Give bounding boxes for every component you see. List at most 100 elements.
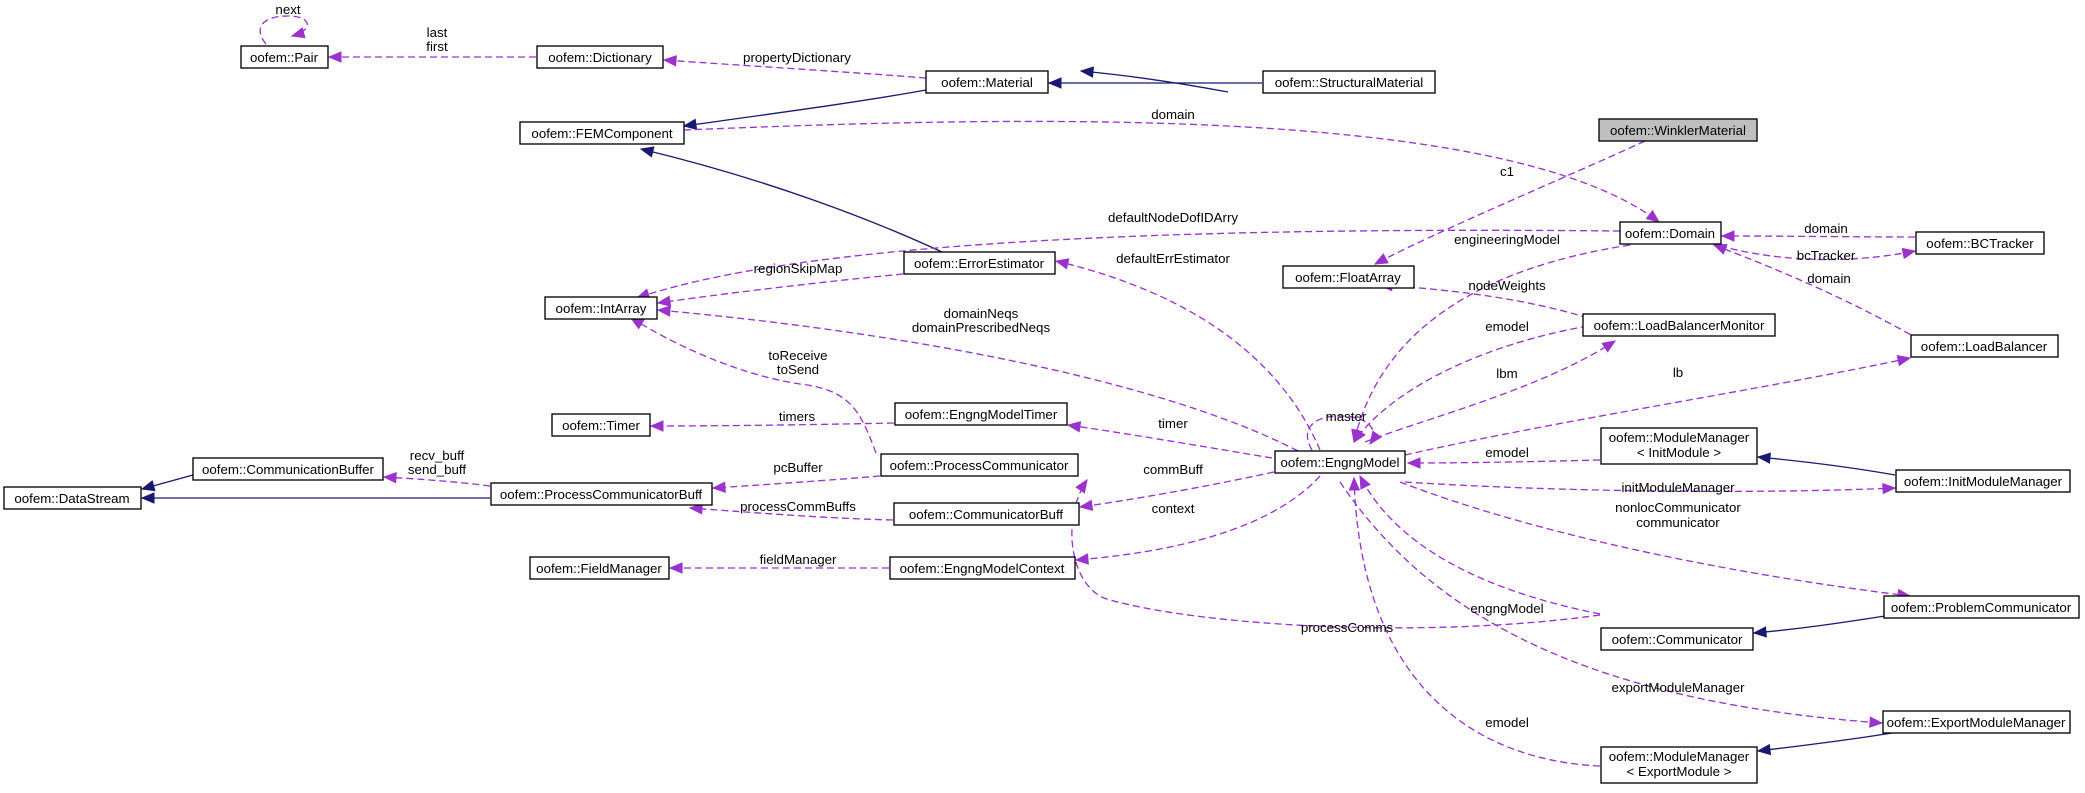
node-communicatorbuff[interactable]: oofem::CommunicatorBuff xyxy=(893,502,1080,526)
node-material-label: oofem::Material xyxy=(941,75,1033,90)
edge-communicator-to-processcommunicator xyxy=(1071,480,1601,629)
node-initmodulemanager[interactable]: oofem::InitModuleManager xyxy=(1895,469,2071,493)
edge-modulemanagerexport-to-engngmodel xyxy=(1354,478,1601,767)
node-communicator[interactable]: oofem::Communicator xyxy=(1600,627,1754,651)
edge-processcommunicator-to-intarray xyxy=(631,318,877,454)
label-processcomms: processComms xyxy=(1301,620,1394,635)
node-communicatorbuff-label: oofem::CommunicatorBuff xyxy=(909,507,1064,522)
edge-errorestimator-to-femcomponent xyxy=(641,149,943,253)
node-engngmodelcontext[interactable]: oofem::EngngModelContext xyxy=(889,556,1076,580)
node-errorestimator[interactable]: oofem::ErrorEstimator xyxy=(903,251,1056,275)
label-regionskipmap: regionSkipMap xyxy=(754,261,843,276)
label-domain-bc: domain xyxy=(1804,221,1848,236)
label-recv-buff: recv_buff xyxy=(410,448,465,463)
node-domain[interactable]: oofem::Domain xyxy=(1619,221,1722,245)
node-processcommunicatorbuff[interactable]: oofem::ProcessCommunicatorBuff xyxy=(490,482,713,506)
node-errorestimator-label: oofem::ErrorEstimator xyxy=(914,256,1045,271)
node-structuralmaterial-label: oofem::StructuralMaterial xyxy=(1275,75,1424,90)
node-pair[interactable]: oofem::Pair xyxy=(240,45,329,69)
node-problemcommunicator[interactable]: oofem::ProblemCommunicator xyxy=(1883,595,2080,619)
edge-engngmodel-to-communicatorbuff xyxy=(1080,471,1275,507)
edge-engngmodel-to-initmodulemanager xyxy=(1404,481,1895,491)
node-intarray[interactable]: oofem::IntArray xyxy=(544,296,658,320)
label-domainneqs: domainNeqs xyxy=(944,306,1019,321)
edge-engngmodel-to-engngmodelcontext xyxy=(1076,475,1321,560)
node-fieldmanager[interactable]: oofem::FieldManager xyxy=(529,556,670,580)
label-lb: lb xyxy=(1673,365,1683,380)
label-c1: c1 xyxy=(1500,164,1514,179)
edge-domain-to-engngmodel xyxy=(1354,244,1631,442)
edge-communicationbuffer-to-datastream xyxy=(142,474,194,489)
node-processcommunicator[interactable]: oofem::ProcessCommunicator xyxy=(880,453,1079,477)
node-structuralmaterial[interactable]: oofem::StructuralMaterial xyxy=(1262,70,1436,94)
node-loadbalancer[interactable]: oofem::LoadBalancer xyxy=(1910,334,2059,358)
node-exportmodulemanager[interactable]: oofem::ExportModuleManager xyxy=(1882,710,2071,734)
edge-bctracker-to-domain xyxy=(1722,236,1916,237)
edge-engngmodeltimer-to-timer xyxy=(651,423,895,426)
node-winklermaterial[interactable]: oofem::WinklerMaterial xyxy=(1598,118,1758,142)
node-modulemanager-exportmodule[interactable]: oofem::ModuleManager < ExportModule > xyxy=(1600,746,1758,784)
label-communicator: communicator xyxy=(1636,515,1720,530)
node-femcomponent[interactable]: oofem::FEMComponent xyxy=(519,121,685,145)
node-engngmodel[interactable]: oofem::EngngModel xyxy=(1274,450,1406,474)
node-fieldmanager-label: oofem::FieldManager xyxy=(536,561,662,576)
node-timer-label: oofem::Timer xyxy=(562,418,640,433)
node-loadbalancermonitor[interactable]: oofem::LoadBalancerMonitor xyxy=(1582,313,1776,337)
node-winklermaterial-label: oofem::WinklerMaterial xyxy=(1610,123,1746,138)
label-engineeringmodel: engineeringModel xyxy=(1454,232,1560,247)
edge-engngmodel-to-intarray xyxy=(658,310,1299,452)
node-engngmodeltimer[interactable]: oofem::EngngModelTimer xyxy=(894,402,1068,426)
label-domain-lb: domain xyxy=(1807,271,1851,286)
node-problemcommunicator-label: oofem::ProblemCommunicator xyxy=(1891,600,2072,615)
label-pcbuffer: pcBuffer xyxy=(773,460,823,475)
label-exportmodulemanager: exportModuleManager xyxy=(1611,680,1745,695)
node-loadbalancermonitor-label: oofem::LoadBalancerMonitor xyxy=(1594,318,1765,333)
node-communicator-label: oofem::Communicator xyxy=(1612,632,1743,647)
label-nonloccommunicator: nonlocCommunicator xyxy=(1615,500,1741,515)
node-communicationbuffer-label: oofem::CommunicationBuffer xyxy=(202,462,375,477)
node-timer[interactable]: oofem::Timer xyxy=(551,413,651,437)
edge-processcommunicator-to-processcommunicatorbuff xyxy=(713,475,881,488)
edge-winkler-to-floatarray xyxy=(1375,140,1646,264)
node-modulemanager-initmodule[interactable]: oofem::ModuleManager < InitModule > xyxy=(1600,427,1758,465)
label-bctracker: bcTracker xyxy=(1797,248,1856,263)
label-master: master xyxy=(1326,409,1367,424)
edge-initmodulemanager-to-modulemanager xyxy=(1758,457,1896,476)
edge-engngmodel-master xyxy=(1306,415,1373,451)
edge-errorestimator-to-intarray xyxy=(658,273,904,303)
node-material[interactable]: oofem::Material xyxy=(925,70,1049,94)
node-dictionary[interactable]: oofem::Dictionary xyxy=(536,45,664,69)
label-timer: timer xyxy=(1158,416,1188,431)
label-defaulterrestimator: defaultErrEstimator xyxy=(1116,251,1230,266)
edge-domain-to-intarray xyxy=(637,229,1621,298)
edge-engngmodel-to-errorestimator xyxy=(1056,261,1321,451)
label-processcommbuffs: processCommBuffs xyxy=(740,499,856,514)
node-floatarray[interactable]: oofem::FloatArray xyxy=(1282,265,1415,289)
edge-processcommunicatorbuff-to-communicationbuffer xyxy=(384,477,491,487)
node-communicationbuffer[interactable]: oofem::CommunicationBuffer xyxy=(192,457,384,481)
node-domain-label: oofem::Domain xyxy=(1625,226,1715,241)
edge-engngmodel-to-loadbalancermonitor xyxy=(1364,341,1615,443)
label-send-buff: send_buff xyxy=(408,462,466,477)
edge-pair-next xyxy=(259,15,308,45)
node-intarray-label: oofem::IntArray xyxy=(556,301,647,316)
node-modulemanager-initmodule-label-2: < InitModule > xyxy=(1637,445,1722,460)
edge-communicatorbuff-to-processcommunicatorbuff xyxy=(690,508,894,521)
node-engngmodelcontext-label: oofem::EngngModelContext xyxy=(900,561,1065,576)
node-loadbalancer-label: oofem::LoadBalancer xyxy=(1921,339,2048,354)
node-modulemanager-exportmodule-label-1: oofem::ModuleManager xyxy=(1609,749,1750,764)
label-emodel-mm: emodel xyxy=(1485,445,1529,460)
edge-engngmodel-to-engngmodeltimer xyxy=(1068,425,1273,459)
node-datastream[interactable]: oofem::DataStream xyxy=(3,486,142,510)
label-emodel-lbm: emodel xyxy=(1485,319,1529,334)
label-last: last xyxy=(427,25,448,40)
node-exportmodulemanager-label: oofem::ExportModuleManager xyxy=(1887,715,2066,730)
label-initmodulemanager: initModuleManager xyxy=(1621,480,1735,495)
node-floatarray-label: oofem::FloatArray xyxy=(1295,270,1401,285)
edge-material-to-dictionary xyxy=(664,60,927,79)
label-nodeweights: nodeWeights xyxy=(1468,278,1546,293)
node-bctracker[interactable]: oofem::BCTracker xyxy=(1915,231,2045,255)
label-next: next xyxy=(275,2,300,17)
edge-domain-to-bctracker xyxy=(1719,245,1915,261)
